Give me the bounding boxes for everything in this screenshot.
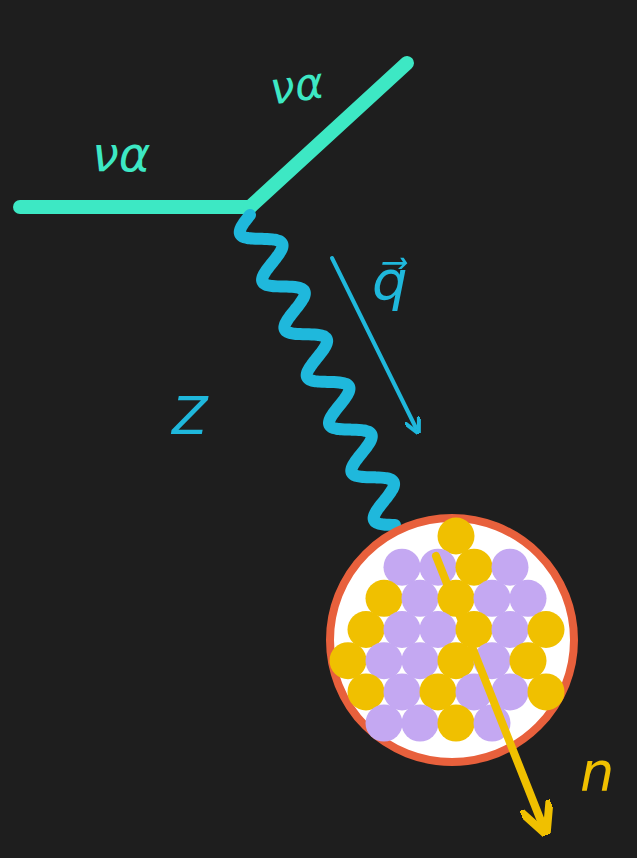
- proton-dot: [492, 549, 529, 586]
- neutrino-label: να: [92, 128, 150, 181]
- neutron-label: n: [580, 742, 614, 801]
- neutron-dot: [510, 642, 547, 679]
- proton-dot: [384, 673, 421, 710]
- proton-dot: [474, 580, 511, 617]
- proton-dot: [402, 642, 439, 679]
- neutron-dot: [456, 549, 493, 586]
- momentum-label: q⃗: [372, 248, 408, 313]
- neutron-arrow: [436, 556, 543, 826]
- neutron-dot: [438, 518, 475, 555]
- proton-dot: [366, 705, 403, 742]
- neutron-dot: [330, 642, 367, 679]
- proton-dot: [384, 549, 421, 586]
- neutron-dot: [348, 611, 385, 648]
- momentum-label: q⃗: [372, 250, 408, 312]
- nucleus-outline: [330, 518, 574, 762]
- proton-dot: [384, 611, 421, 648]
- incoming-neutrino-line: [20, 200, 250, 214]
- proton-dot: [402, 580, 439, 617]
- proton-dot: [420, 611, 457, 648]
- neutron-dot: [528, 611, 565, 648]
- neutron-dot: [420, 673, 457, 710]
- z-boson-wave: [240, 215, 395, 525]
- neutrino-label: να: [92, 126, 150, 182]
- proton-dot: [492, 611, 529, 648]
- neutrino-label: να: [267, 57, 327, 115]
- neutron-label: n: [580, 740, 614, 803]
- boson-label: Z: [172, 386, 208, 446]
- neutron-dot: [348, 673, 385, 710]
- proton-dot: [366, 642, 403, 679]
- neutron-dot: [438, 705, 475, 742]
- proton-dot: [402, 705, 439, 742]
- neutron-dot: [528, 673, 565, 710]
- neutrino-label: να: [267, 59, 327, 114]
- nucleons: [330, 518, 565, 742]
- proton-dot: [510, 580, 547, 617]
- neutron-dot: [366, 580, 403, 617]
- boson-label: Z: [172, 388, 208, 445]
